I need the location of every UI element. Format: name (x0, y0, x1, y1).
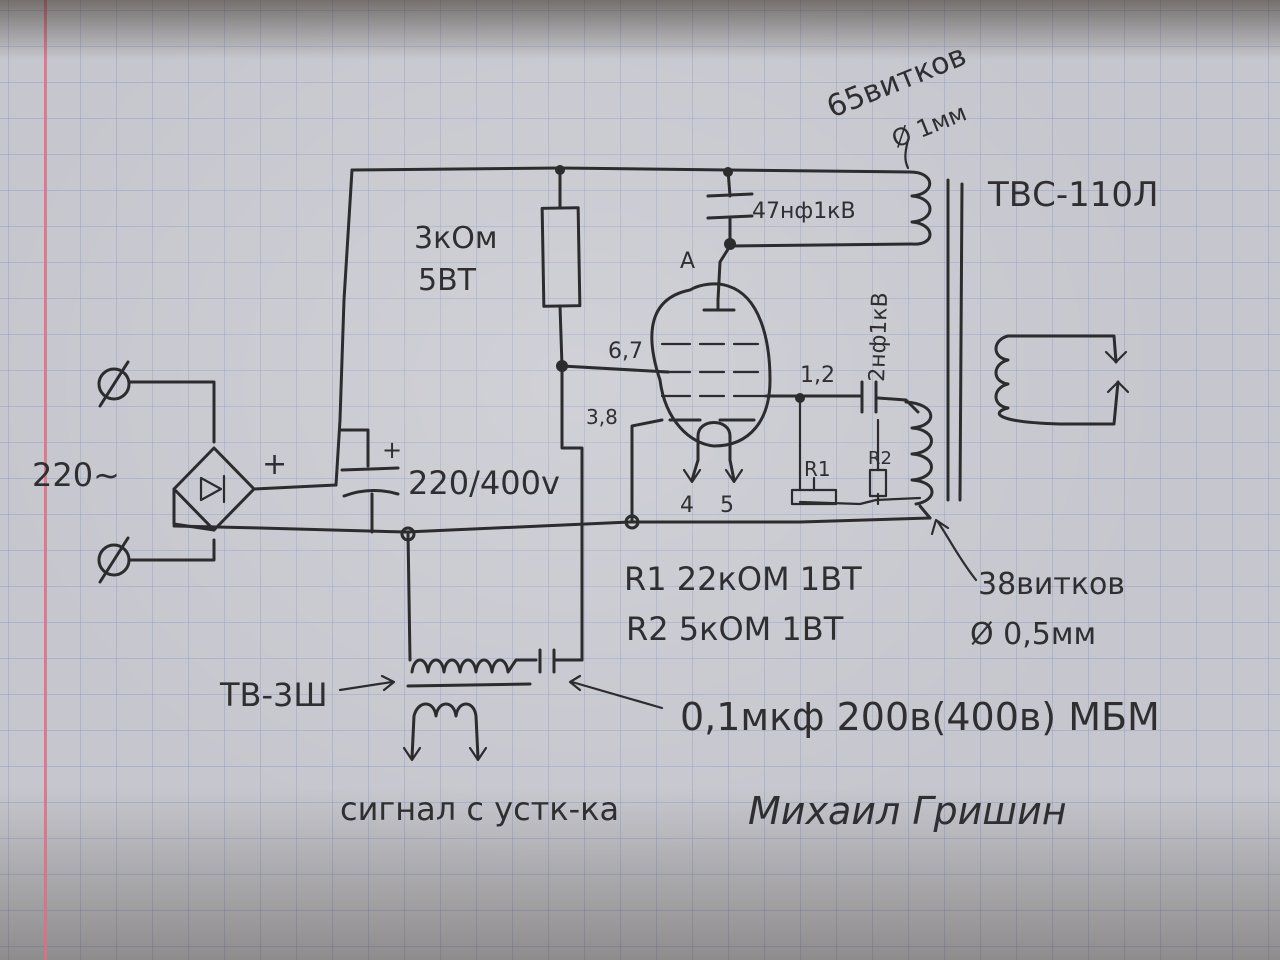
secondary-coil (904, 400, 934, 506)
primary-coil (908, 170, 932, 246)
junction-dots (400, 165, 805, 542)
label-author: Михаил Гришин (748, 789, 1067, 833)
vacuum-tube (650, 282, 772, 484)
resistor-3k (540, 206, 582, 308)
resistor-r2 (868, 468, 888, 498)
label-output-transformer: ТВ-3Ш (219, 676, 328, 714)
label-rectifier-plus: + (262, 447, 287, 482)
label-coupling-cap: 0,1мкф 200в(400в) МБМ (680, 695, 1160, 739)
filter-capacitor (340, 466, 400, 498)
capacitor-47nf (706, 192, 754, 220)
capacitor-2nf (860, 380, 878, 414)
label-heater-pin-4: 4 (680, 493, 694, 518)
bridge-rectifier (172, 446, 256, 532)
label-anode-cap: 47нф1кВ (752, 199, 856, 224)
label-resistor-power: 5ВТ (418, 263, 477, 298)
label-screen-pins: 6,7 (608, 339, 643, 364)
mains-terminal-top (97, 360, 216, 444)
capacitor-01uf (538, 648, 584, 674)
label-transformer-main: ТВС-110Л (987, 175, 1159, 215)
label-r2: R2 (868, 448, 892, 469)
label-cathode-pins: 3,8 (586, 405, 618, 429)
notebook-margin-line (44, 0, 47, 960)
callout-arrows (338, 138, 978, 710)
label-grid-pins: 1,2 (800, 363, 835, 388)
resistor-r1 (790, 476, 838, 506)
label-r1-spec: R1 22кОМ 1ВТ (624, 560, 862, 598)
label-filter-cap-plus: + (382, 436, 402, 464)
label-r1: R1 (804, 457, 831, 481)
wiring (172, 166, 932, 662)
label-secondary-wire: Ø 0,5мм (970, 617, 1096, 652)
label-heater-pin-5: 5 (720, 493, 734, 518)
label-grid-cap: 2нф1кВ (865, 292, 893, 382)
label-anode-pin: А (680, 249, 695, 274)
label-mains-voltage: 220~ (32, 456, 120, 494)
mains-terminal-bottom (97, 536, 216, 584)
transformer-core (946, 178, 964, 502)
label-r2-spec: R2 5кОМ 1ВТ (626, 610, 844, 648)
output-transformer (402, 658, 538, 762)
label-signal-note: сигнал с устк-ка (340, 790, 619, 828)
output-winding (994, 334, 1130, 426)
label-resistor-main: 3кОм (414, 221, 497, 256)
label-primary-wire: Ø 1мм (888, 98, 971, 153)
label-secondary-turns: 38витков (978, 567, 1125, 602)
notebook-binding-shadow (0, 0, 1280, 60)
label-filter-cap: 220/400v (408, 464, 560, 502)
